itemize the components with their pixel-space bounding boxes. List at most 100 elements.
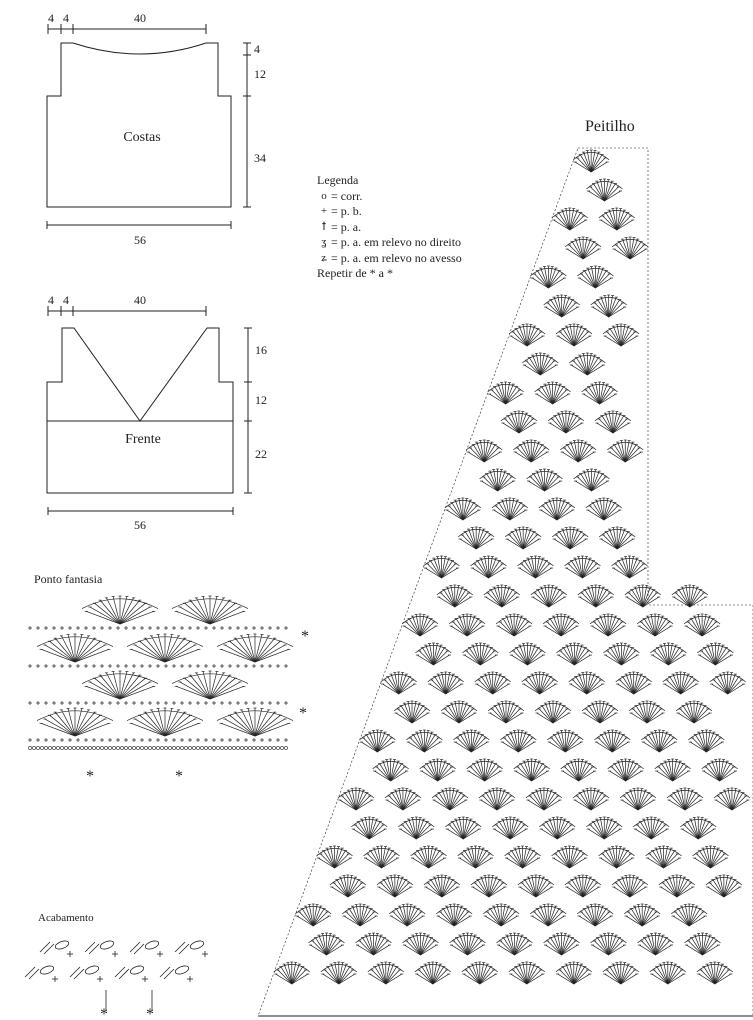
- back-post-dc-icon: ʑ: [321, 251, 327, 264]
- peitilho-shell: [517, 555, 554, 579]
- peitilho-shell: [649, 961, 687, 985]
- peitilho-shell: [414, 961, 452, 985]
- ponto-fantasia-shell: [216, 633, 294, 663]
- acabamento-picot: [114, 965, 148, 982]
- peitilho-shell: [683, 613, 721, 637]
- peitilho-shell: [273, 961, 311, 985]
- peitilho-shell: [594, 410, 632, 434]
- peitilho-shell: [658, 874, 696, 898]
- legenda-item-text: = corr.: [331, 188, 363, 203]
- peitilho-shell: [538, 497, 576, 521]
- peitilho-shell: [576, 903, 614, 927]
- peitilho-shell: [513, 758, 550, 782]
- costas-dim-right-a: 4: [254, 42, 260, 56]
- peitilho-shell: [569, 352, 606, 376]
- peitilho-shell: [577, 584, 615, 608]
- ponto-fantasia-shell: [36, 707, 114, 737]
- frente-dim-right-c: 22: [255, 447, 267, 461]
- peitilho-shell: [453, 729, 490, 753]
- frente-dim-top-a: 4: [48, 293, 54, 307]
- peitilho-shell: [542, 613, 580, 637]
- peitilho-shell: [581, 381, 618, 405]
- frente-schematic: [46, 306, 252, 515]
- peitilho-shell: [598, 526, 636, 550]
- peitilho-shell: [534, 700, 572, 724]
- peitilho-chart: [257, 147, 753, 1017]
- legenda: Legenda o = corr. + = p. b. ꝉ = p. a. ʓ …: [317, 173, 462, 282]
- peitilho-shell: [431, 787, 469, 811]
- peitilho-shell: [589, 613, 627, 637]
- peitilho-shell: [474, 671, 511, 695]
- peitilho-shell: [526, 468, 563, 492]
- peitilho-shell: [380, 671, 417, 695]
- acabamento-picot: [39, 940, 73, 957]
- frente-dim-right-a: 16: [255, 343, 267, 357]
- costas-label: Costas: [123, 130, 160, 145]
- peitilho-shell: [705, 874, 743, 898]
- peitilho-shell: [590, 294, 627, 318]
- peitilho-shell: [581, 700, 619, 724]
- peitilho-shell: [457, 845, 494, 869]
- peitilho-shell: [590, 932, 627, 956]
- peitilho-shell: [337, 787, 375, 811]
- chain-stitch-icon: o: [321, 189, 327, 202]
- peitilho-shell: [384, 787, 422, 811]
- peitilho-shell: [393, 700, 431, 724]
- peitilho-shell: [423, 874, 461, 898]
- peitilho-shell: [611, 236, 649, 260]
- costas-dim-right-b: 12: [254, 67, 266, 81]
- peitilho-shell: [436, 584, 474, 608]
- peitilho-shell: [294, 903, 332, 927]
- peitilho-shell: [662, 671, 699, 695]
- acabamento-title: Acabamento: [38, 912, 94, 924]
- legenda-item-pa-relevo-direito: ʓ = p. a. em relevo no direito: [317, 235, 462, 251]
- peitilho-shell: [670, 903, 708, 927]
- peitilho-shell: [586, 178, 623, 202]
- peitilho-shell: [457, 526, 495, 550]
- peitilho-shell: [547, 410, 585, 434]
- peitilho-shell: [543, 932, 580, 956]
- acabamento-chart: [24, 940, 208, 1010]
- pf-repeat-marker-4: *: [175, 768, 183, 785]
- peitilho-shell: [522, 352, 559, 376]
- peitilho-shell: [645, 845, 682, 869]
- peitilho-shell: [504, 845, 541, 869]
- peitilho-shell: [470, 874, 508, 898]
- peitilho-shell: [671, 584, 709, 608]
- front-post-dc-icon: ʓ: [321, 236, 327, 248]
- peitilho-shell: [585, 497, 623, 521]
- peitilho-shell: [329, 874, 367, 898]
- legenda-item-corr: o = corr.: [317, 189, 462, 205]
- peitilho-shell: [607, 758, 644, 782]
- peitilho-shell: [697, 642, 734, 666]
- peitilho-shell: [363, 845, 400, 869]
- costas-dim-bottom: 56: [134, 233, 146, 247]
- peitilho-shell: [517, 874, 555, 898]
- peitilho-shell: [633, 816, 670, 840]
- peitilho-shell: [611, 874, 649, 898]
- acabamento-picot: [159, 965, 193, 982]
- frente-dim-top-c: 40: [134, 293, 146, 307]
- peitilho-shell: [316, 845, 353, 869]
- peitilho-shell: [376, 874, 414, 898]
- peitilho-shell: [440, 700, 478, 724]
- peitilho-shell: [495, 613, 533, 637]
- peitilho-shell: [341, 903, 379, 927]
- peitilho-shell: [555, 961, 593, 985]
- peitilho-shell: [355, 932, 392, 956]
- peitilho-shell: [675, 700, 713, 724]
- costas-schematic: [46, 24, 251, 229]
- peitilho-shell: [508, 961, 546, 985]
- legenda-item-pb: + = p. b.: [317, 204, 462, 220]
- legenda-item-pa: ꝉ = p. a.: [317, 220, 462, 236]
- peitilho-shell: [572, 787, 610, 811]
- peitilho-shell: [701, 758, 738, 782]
- peitilho-shell: [572, 149, 610, 173]
- peitilho-shell: [688, 729, 725, 753]
- peitilho-shell: [487, 381, 524, 405]
- frente-dim-top-b: 4: [63, 293, 69, 307]
- peitilho-shell: [401, 613, 439, 637]
- ponto-fantasia-shell: [171, 670, 249, 700]
- peitilho-shell: [577, 265, 614, 289]
